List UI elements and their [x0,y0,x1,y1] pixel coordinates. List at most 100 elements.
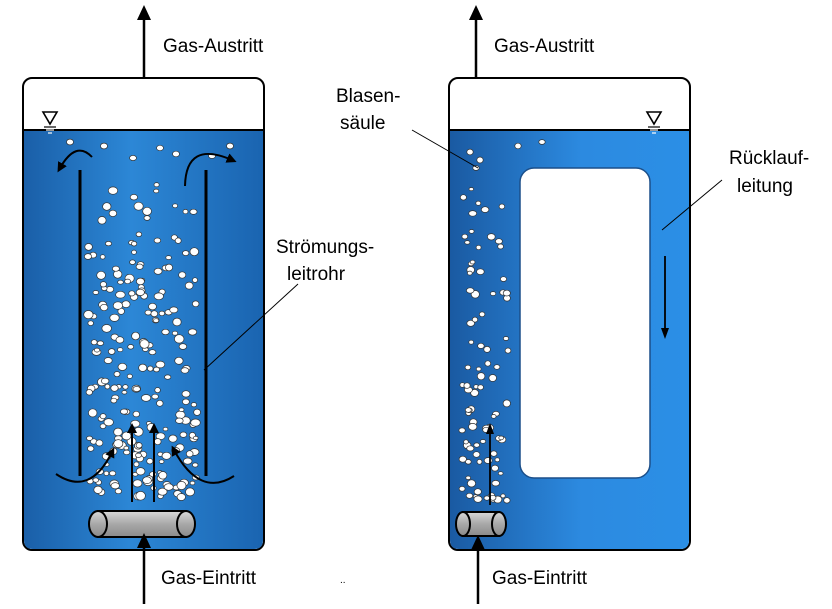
gas-bubble [117,347,124,353]
gas-bubble [174,237,182,244]
gas-bubble [497,243,504,250]
gas-bubble [467,270,473,276]
gas-bubble [135,452,142,458]
gas-bubble [172,203,178,209]
gas-bubble [193,408,201,416]
gas-bubble [112,301,123,310]
gas-bubble [135,442,143,449]
gas-bubble [130,419,141,428]
gas-bubble [121,300,131,308]
gas-bubble [466,287,475,294]
gas-bubble [84,253,92,260]
right-reactor: Gas-Austritt Gas-Eintritt Blasen- säule … [336,5,809,604]
gas-bubble [129,194,138,201]
gas-bubble [176,481,187,490]
gas-bubble [132,386,141,392]
gas-bubble [156,144,164,152]
gas-bubble [161,451,172,460]
gas-bubble [142,206,152,216]
gas-bubble [131,241,138,247]
gas-bubble [466,319,475,327]
gas-bubble [112,265,120,272]
gas-bubble [88,408,98,418]
draft-tube-label-line2: leitrohr [287,264,346,285]
gas-bubble [135,491,146,501]
gas-bubble [108,348,116,355]
gas-bubble [117,362,128,371]
gas-bubble [90,339,98,346]
gas-bubble [175,417,184,424]
gas-bubble [189,247,199,257]
draft-tube [78,170,208,476]
stray-dots: .. [340,575,346,586]
gas-bubble [465,475,471,480]
gas-bubble [185,450,194,458]
gas-bubble [147,365,154,372]
gas-bubble [181,390,191,398]
gas-bubble [192,300,200,308]
gas-bubble [494,457,500,463]
gas-bubble [113,439,124,448]
gas-bubble [500,493,506,499]
draft-tube-label-line1: Strömungs- [276,237,374,258]
gas-bubble [128,290,136,297]
gas-bubble [133,461,140,468]
gas-bubble [84,243,93,251]
gas-bubble [139,339,150,349]
gas-bubble [103,470,110,476]
gas-bubble [502,399,511,408]
gas-bubble [132,479,143,488]
gas-bubble [458,486,466,492]
return-line-label-line1: Rücklauf- [729,148,809,169]
gas-bubble [184,281,194,290]
gas-bubble [133,201,144,211]
gas-bubble [87,320,94,326]
gas-bubble [102,202,112,211]
gas-bubble [99,281,107,288]
circulation-arrows [55,149,237,502]
gas-bubble [168,434,178,443]
gas-bubble [83,310,94,320]
gas-bubble [153,438,162,446]
gas-bubble [109,313,120,322]
bubble-column-label-line1: Blasen- [336,86,400,107]
gas-bubble [465,492,474,499]
gas-bubble [178,271,187,279]
gas-bubble [468,339,474,345]
gas-bubble [472,165,480,171]
gas-bubble [142,476,152,484]
gas-bubble [189,208,198,215]
gas-bubble [458,427,466,434]
gas-bubble [153,182,160,188]
gas-inlet-label: Gas-Eintritt [161,568,257,589]
gas-bubble [504,347,512,354]
gas-bubble [466,445,475,452]
gas-bubble [121,431,132,441]
gas-bubble [97,216,107,225]
gas-outlet-label: Gas-Austritt [494,36,595,57]
gas-bubble [182,250,190,256]
gas-bubble [466,148,474,156]
gas-bubble [96,340,104,346]
gas-bubble [157,487,168,496]
gas-bubble [461,233,469,240]
gas-bubble [480,206,490,213]
gas-bubble [100,142,108,150]
gas-bubble [467,479,476,488]
gas-bubble [182,398,190,405]
liquid-level-symbol [41,111,59,134]
gas-sparger [88,510,196,538]
gas-bubble [484,360,492,367]
gas-bubble [478,311,486,318]
gas-bubble [175,410,186,419]
gas-bubble [122,384,129,390]
gas-bubble [150,310,159,318]
gas-bubble [108,209,118,217]
gas-bubble [477,384,484,391]
leader-line [661,179,723,231]
gas-bubble [458,455,467,463]
gas-bubble [473,495,483,503]
flow-arrow [57,149,93,173]
gas-bubble [162,426,169,432]
